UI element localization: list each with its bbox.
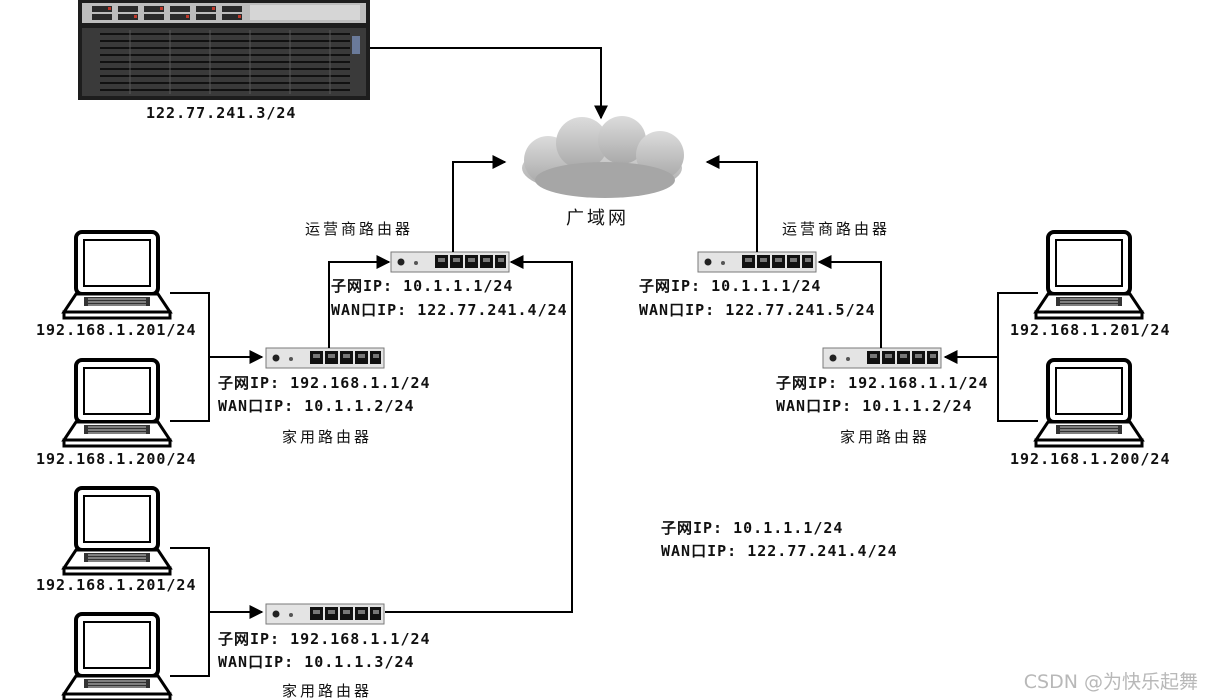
laptop-icon (62, 486, 172, 576)
server-icon (78, 0, 370, 100)
home-router-3-icon (822, 347, 942, 369)
host-ip-label: 192.168.1.201/24 (36, 321, 197, 339)
isp-router-right-icon (697, 251, 817, 273)
home-router-1-title: 家用路由器 (282, 428, 373, 446)
host-ip-label: 192.168.1.201/24 (36, 576, 197, 594)
home-router-2-subnet-ip: 子网IP: 192.168.1.1/24 (218, 630, 431, 648)
wan-cloud-icon (522, 116, 684, 198)
isp-router-right-wan-ip: WAN口IP: 122.77.241.5/24 (639, 301, 876, 319)
wan-label: 广域网 (566, 208, 629, 229)
laptop-icon (1034, 230, 1144, 320)
home-router-3-wan-ip: WAN口IP: 10.1.1.2/24 (776, 397, 973, 415)
home-router-2-title: 家用路由器 (282, 682, 373, 700)
laptop-icon (1034, 358, 1144, 448)
laptop-icon (62, 612, 172, 700)
host-ip-label: 192.168.1.200/24 (1010, 450, 1171, 468)
server-ip-label: 122.77.241.3/24 (146, 104, 297, 122)
home-router-2-icon (265, 603, 385, 625)
home-router-3-title: 家用路由器 (840, 428, 931, 446)
note-subnet-ip: 子网IP: 10.1.1.1/24 (661, 519, 844, 537)
laptop-icon (62, 230, 172, 320)
home-router-1-subnet-ip: 子网IP: 192.168.1.1/24 (218, 374, 431, 392)
home-router-3-subnet-ip: 子网IP: 192.168.1.1/24 (776, 374, 989, 392)
home-router-2-wan-ip: WAN口IP: 10.1.1.3/24 (218, 653, 415, 671)
laptop-icon (62, 358, 172, 448)
isp-router-left-title: 运营商路由器 (305, 220, 414, 238)
isp-router-right-subnet-ip: 子网IP: 10.1.1.1/24 (639, 277, 822, 295)
home-router-1-icon (265, 347, 385, 369)
host-ip-label: 192.168.1.201/24 (1010, 321, 1171, 339)
isp-router-left-subnet-ip: 子网IP: 10.1.1.1/24 (331, 277, 514, 295)
watermark: CSDN @为快乐起舞 (1023, 671, 1198, 693)
host-ip-label: 192.168.1.200/24 (36, 450, 197, 468)
connection-lines (170, 47, 1038, 677)
isp-router-right-title: 运营商路由器 (782, 220, 891, 238)
home-router-1-wan-ip: WAN口IP: 10.1.1.2/24 (218, 397, 415, 415)
isp-router-left-wan-ip: WAN口IP: 122.77.241.4/24 (331, 301, 568, 319)
isp-router-left-icon (390, 251, 510, 273)
note-wan-ip: WAN口IP: 122.77.241.4/24 (661, 542, 898, 560)
